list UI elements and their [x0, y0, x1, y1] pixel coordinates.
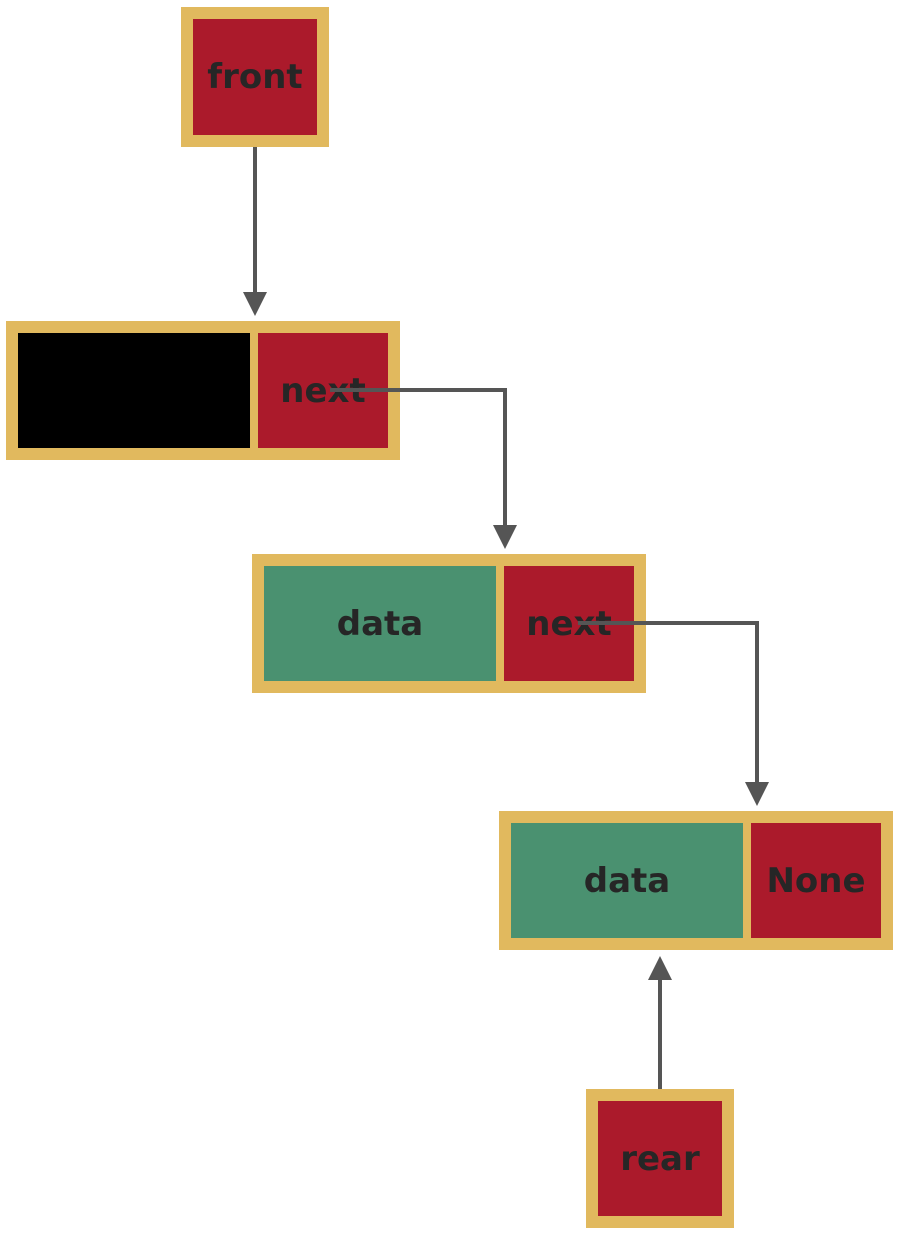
node2-data-label: data [583, 860, 671, 901]
rear-label: rear [620, 1138, 700, 1179]
head-next-label: next [280, 370, 366, 411]
head-node-next-cell: next [252, 321, 400, 460]
head-node-data-cell [6, 321, 256, 460]
front-label: front [207, 57, 303, 97]
node2-next-label: None [766, 860, 866, 901]
node1-next-label: next [526, 603, 612, 644]
node2-data-cell: data [499, 811, 749, 950]
rear-pointer-box: rear [586, 1089, 734, 1228]
node1-data-label: data [336, 603, 424, 644]
node2-next-cell: None [745, 811, 893, 950]
node1-data-cell: data [252, 554, 502, 693]
front-pointer-box: front [181, 7, 329, 147]
node1-next-cell: next [498, 554, 646, 693]
